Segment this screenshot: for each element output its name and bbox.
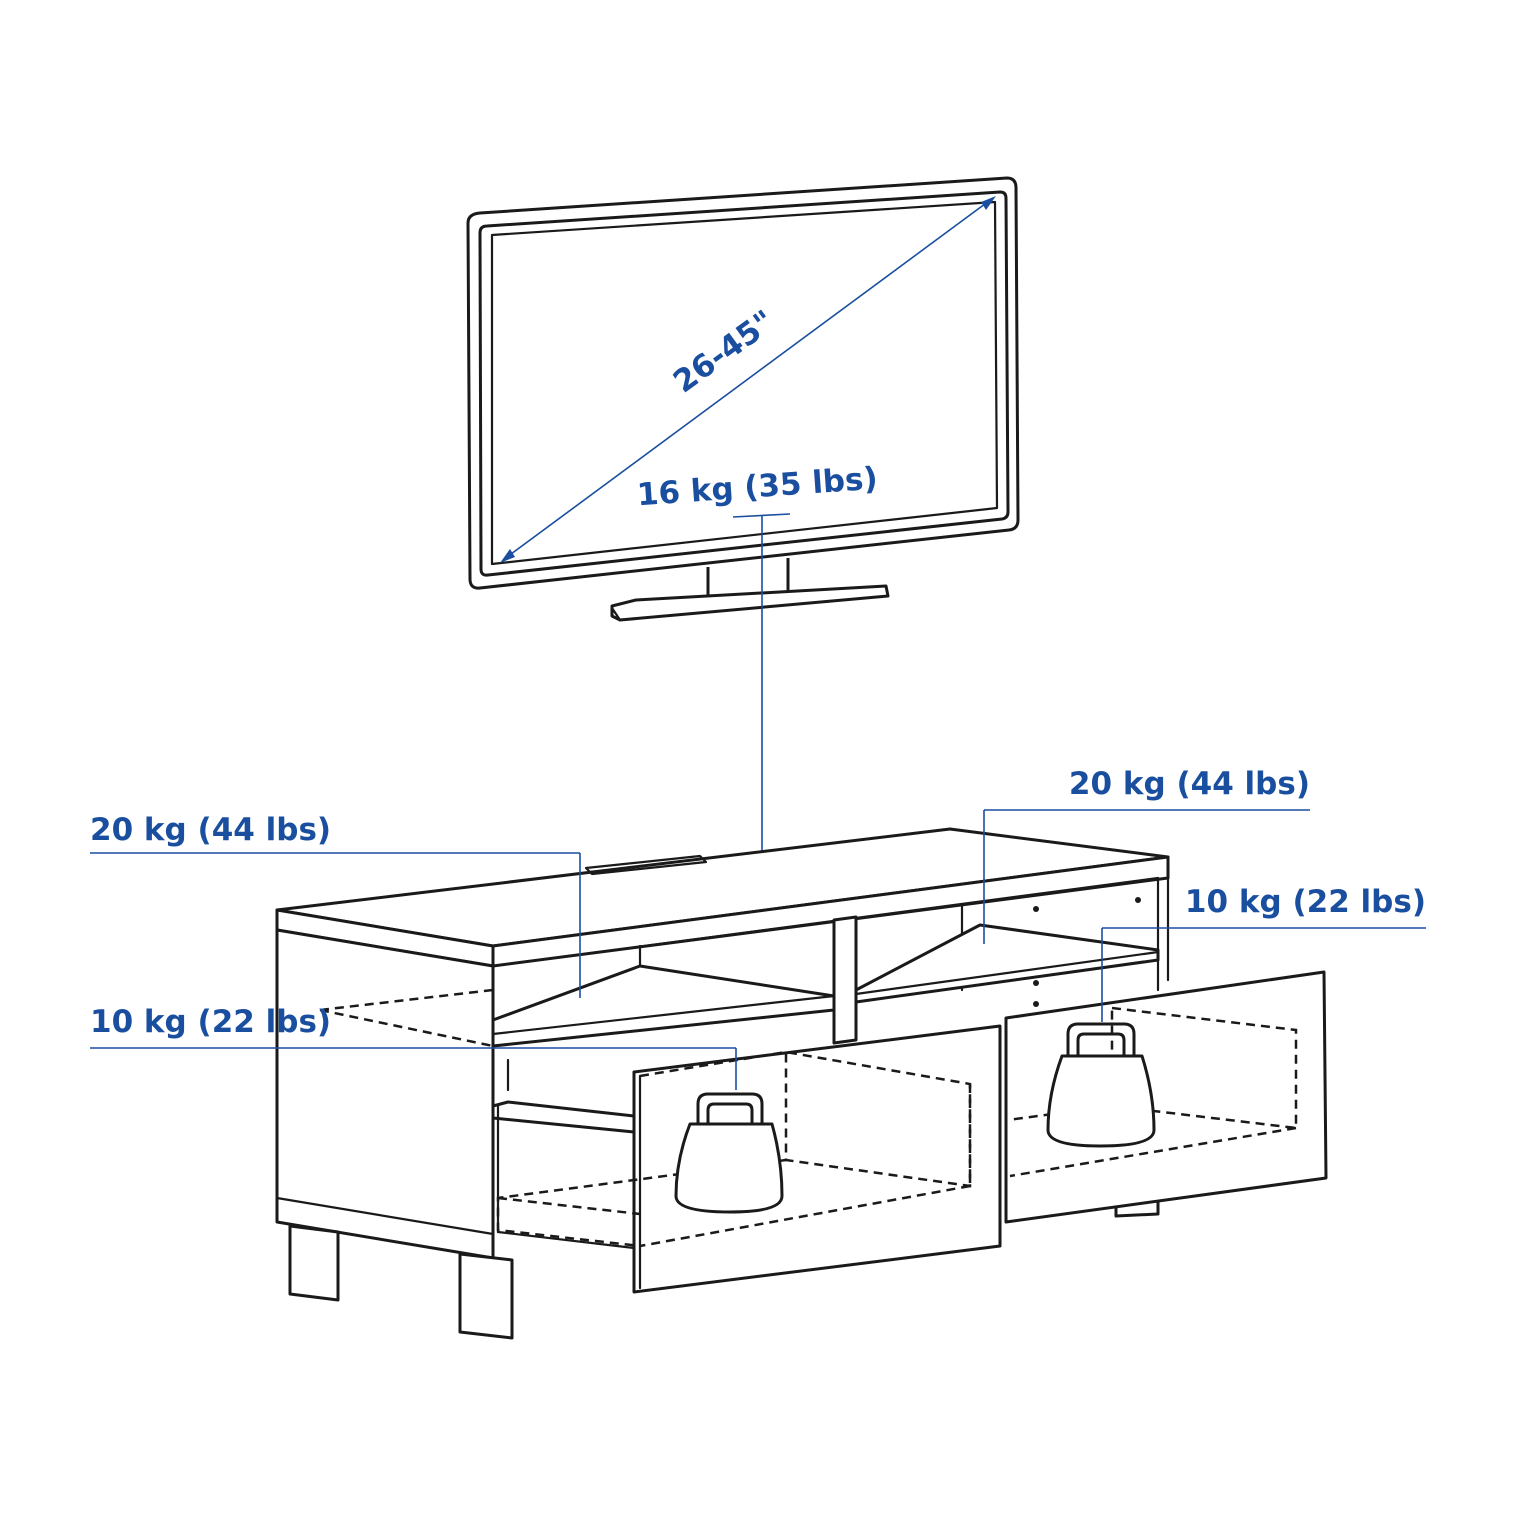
right-drawer-load-label: 10 kg (22 lbs) bbox=[1185, 884, 1426, 920]
tv-inner-frame bbox=[478, 190, 1010, 577]
left-drawer-weight-icon bbox=[674, 1092, 784, 1214]
right-drawer bbox=[1004, 970, 1328, 1224]
leg-front-mid bbox=[458, 1252, 514, 1340]
left-shelf-leader bbox=[90, 852, 581, 998]
right-shelf-load-label: 20 kg (44 lbs) bbox=[1069, 766, 1310, 802]
right-shelf bbox=[854, 923, 1160, 1004]
left-drawer-leader bbox=[90, 1047, 737, 1090]
right-drawer-weight-icon bbox=[1046, 1022, 1156, 1148]
right-shelf-leader bbox=[983, 809, 1310, 944]
tv-illustration bbox=[466, 176, 1020, 622]
tv-outer-frame bbox=[466, 176, 1020, 590]
right-drawer-leader bbox=[1101, 927, 1426, 1022]
tv-size-label: 26-45" bbox=[667, 303, 781, 400]
bench-left-side bbox=[275, 928, 495, 1260]
left-drawer-load-label: 10 kg (22 lbs) bbox=[90, 1004, 331, 1040]
tv-screen bbox=[490, 200, 999, 566]
left-shelf bbox=[491, 964, 836, 1048]
tv-stand-base bbox=[610, 584, 890, 622]
cable-outlet bbox=[584, 854, 708, 876]
tv-bench bbox=[275, 827, 1170, 1340]
leg-front-left bbox=[288, 1224, 340, 1302]
tv-weight-label: 16 kg (35 lbs) bbox=[636, 461, 879, 514]
left-drawer bbox=[496, 1024, 1002, 1294]
center-divider bbox=[832, 915, 858, 1045]
left-shelf-load-label: 20 kg (44 lbs) bbox=[90, 812, 331, 848]
tv-diagonal-dimension bbox=[500, 196, 996, 563]
